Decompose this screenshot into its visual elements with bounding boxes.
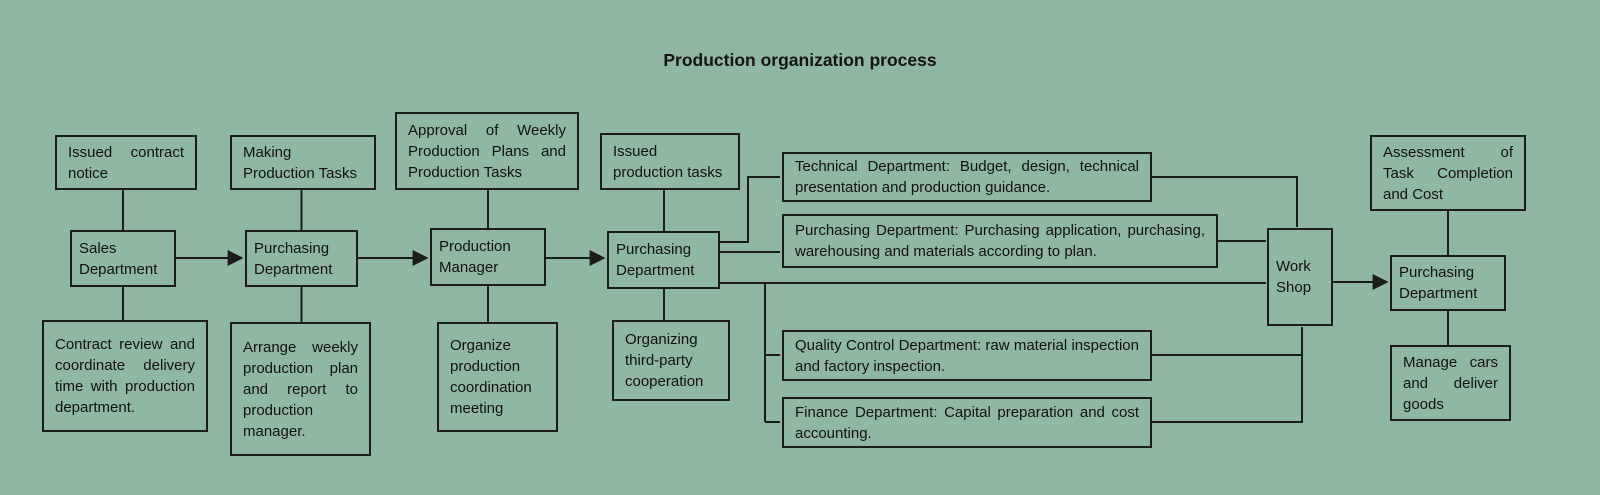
page-title: Production organization process xyxy=(663,50,937,70)
box-technical-department: Technical Department: Budget, design, te… xyxy=(782,152,1152,202)
box-finance-department: Finance Department: Capital preparation … xyxy=(782,397,1152,448)
box-assessment-task-completion: Assessment of Task Completion and Cost xyxy=(1370,135,1526,211)
box-issued-contract-notice: Issued contract notice xyxy=(55,135,197,190)
box-organize-coordination-meeting: Organize production coordination meeting xyxy=(437,322,558,432)
box-purchasing-department-plan: Purchasing Department: Purchasing applic… xyxy=(782,214,1218,268)
box-quality-control-department: Quality Control Department: raw material… xyxy=(782,330,1152,381)
box-issued-production-tasks: Issued production tasks xyxy=(600,133,740,190)
box-arrange-weekly-plan: Arrange weekly production plan and repor… xyxy=(230,322,371,456)
box-purchasing-department-1: Purchasing Department xyxy=(245,230,358,287)
box-third-party-cooperation: Organizing third-party cooperation xyxy=(612,320,730,401)
line-finance-to-workshop xyxy=(1152,327,1303,423)
line-technical-to-workshop xyxy=(1152,176,1298,227)
box-sales-department: Sales Department xyxy=(70,230,176,287)
box-manage-cars: Manage cars and deliver goods xyxy=(1390,345,1511,421)
box-contract-review: Contract review and coordinate delivery … xyxy=(42,320,208,432)
box-work-shop: Work Shop xyxy=(1267,228,1333,326)
line-quality-to-workshop xyxy=(1152,327,1303,356)
box-purchasing-department-2: Purchasing Department xyxy=(607,231,720,289)
line-purchasing2-to-technical xyxy=(720,176,780,243)
box-making-production-tasks: Making Production Tasks xyxy=(230,135,376,190)
box-production-manager: Production Manager xyxy=(430,228,546,286)
box-approval-weekly-plans: Approval of Weekly Production Plans and … xyxy=(395,112,579,190)
box-purchasing-department-3: Purchasing Department xyxy=(1390,255,1506,311)
